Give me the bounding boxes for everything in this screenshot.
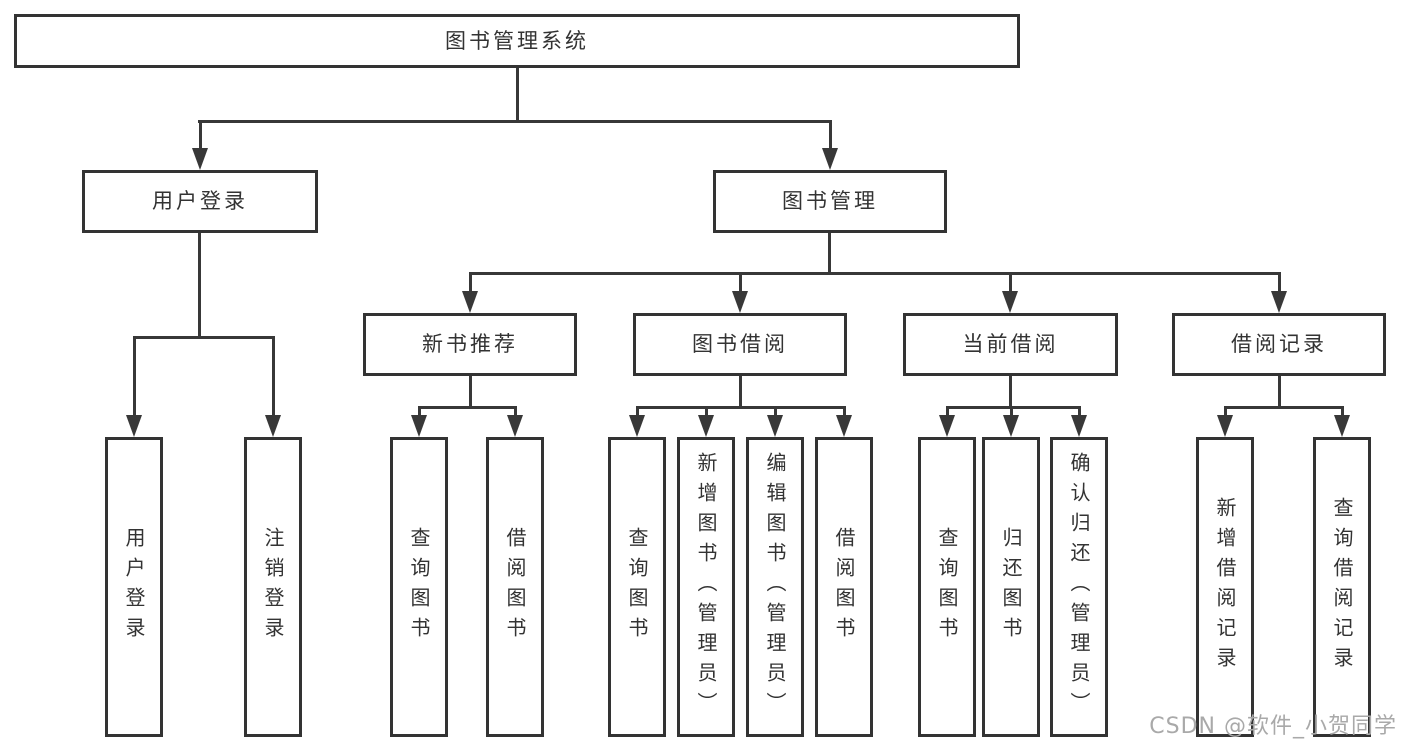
arrowhead-down-icon [836, 415, 852, 437]
node-label: 新增借阅记录 [1213, 497, 1237, 677]
connector-line [636, 406, 846, 409]
node-label: 查询图书 [935, 527, 959, 647]
node-label: 新增图书（管理员） [694, 452, 718, 722]
connector-line [1278, 376, 1281, 409]
node-user-login-group: 用户登录 [82, 170, 318, 233]
connector-line [946, 406, 949, 418]
connector-line [1010, 406, 1013, 418]
node-label: 确认归还（管理员） [1067, 452, 1091, 722]
leaf-borrow-books-recommend: 借阅图书 [486, 437, 544, 737]
leaf-return-books: 归还图书 [982, 437, 1040, 737]
leaf-add-borrow-record: 新增借阅记录 [1196, 437, 1254, 737]
connector-line [469, 272, 472, 293]
node-book-management-group: 图书管理 [713, 170, 947, 233]
connector-line [133, 336, 136, 417]
node-label: 编辑图书（管理员） [763, 452, 787, 722]
node-library-management-system: 图书管理系统 [14, 14, 1020, 68]
arrowhead-down-icon [462, 291, 478, 313]
arrowhead-down-icon [265, 415, 281, 437]
arrowhead-down-icon [767, 415, 783, 437]
leaf-query-borrow-record: 查询借阅记录 [1313, 437, 1371, 737]
node-label: 注销登录 [261, 527, 285, 647]
connector-line [418, 406, 421, 418]
node-label: 图书管理系统 [445, 28, 589, 53]
connector-line [1224, 406, 1344, 409]
connector-line [272, 336, 275, 417]
node-borrowing-records: 借阅记录 [1172, 313, 1386, 376]
arrowhead-down-icon [1334, 415, 1350, 437]
connector-line [469, 272, 1281, 275]
connector-line [636, 406, 639, 418]
connector-line [418, 406, 517, 409]
connector-line [828, 233, 831, 275]
leaf-logout: 注销登录 [244, 437, 302, 737]
connector-line [1009, 376, 1012, 409]
connector-line [199, 120, 202, 150]
csdn-watermark: CSDN @软件_小贺同学 [1149, 714, 1397, 739]
node-label: 查询图书 [407, 527, 431, 647]
connector-line [198, 233, 201, 339]
arrowhead-down-icon [507, 415, 523, 437]
node-label: 图书管理 [782, 189, 878, 213]
arrowhead-down-icon [822, 148, 838, 170]
leaf-user-login: 用户登录 [105, 437, 163, 737]
connector-line [1224, 406, 1227, 418]
leaf-query-books-borrowing: 查询图书 [608, 437, 666, 737]
node-label: 图书借阅 [692, 332, 788, 356]
connector-line [1341, 406, 1344, 418]
node-label: 借阅记录 [1231, 332, 1327, 356]
leaf-query-books-recommend: 查询图书 [390, 437, 448, 737]
arrowhead-down-icon [939, 415, 955, 437]
arrowhead-down-icon [1071, 415, 1087, 437]
connector-line [469, 376, 472, 409]
connector-line [514, 406, 517, 418]
leaf-add-books-admin: 新增图书（管理员） [677, 437, 735, 737]
connector-line [774, 406, 777, 418]
arrowhead-down-icon [126, 415, 142, 437]
leaf-confirm-return-admin: 确认归还（管理员） [1050, 437, 1108, 737]
connector-line [1009, 272, 1012, 293]
node-label: 当前借阅 [962, 332, 1059, 356]
arrowhead-down-icon [1271, 291, 1287, 313]
node-current-borrowing: 当前借阅 [903, 313, 1118, 376]
connector-line [1278, 272, 1281, 293]
connector-line [705, 406, 708, 418]
arrowhead-down-icon [1003, 415, 1019, 437]
node-label: 新书推荐 [422, 332, 518, 356]
leaf-query-books-current: 查询图书 [918, 437, 976, 737]
connector-line [739, 272, 742, 293]
arrowhead-down-icon [732, 291, 748, 313]
node-label: 用户登录 [152, 189, 248, 213]
node-new-book-recommendation: 新书推荐 [363, 313, 577, 376]
connector-line [946, 406, 1081, 409]
connector-line [843, 406, 846, 418]
connector-line [198, 120, 832, 123]
connector-line [739, 376, 742, 409]
arrowhead-down-icon [192, 148, 208, 170]
node-label: 查询图书 [625, 527, 649, 647]
node-label: 归还图书 [999, 527, 1023, 647]
arrowhead-down-icon [629, 415, 645, 437]
node-label: 借阅图书 [503, 527, 527, 647]
connector-line [516, 68, 519, 123]
node-label: 查询借阅记录 [1330, 497, 1354, 677]
connector-line [1078, 406, 1081, 418]
connector-line [133, 336, 275, 339]
leaf-borrow-books: 借阅图书 [815, 437, 873, 737]
connector-line [829, 120, 832, 150]
leaf-edit-books-admin: 编辑图书（管理员） [746, 437, 804, 737]
node-book-borrowing: 图书借阅 [633, 313, 847, 376]
arrowhead-down-icon [1217, 415, 1233, 437]
node-label: 借阅图书 [832, 527, 856, 647]
arrowhead-down-icon [411, 415, 427, 437]
arrowhead-down-icon [1002, 291, 1018, 313]
arrowhead-down-icon [698, 415, 714, 437]
node-label: 用户登录 [122, 527, 146, 647]
